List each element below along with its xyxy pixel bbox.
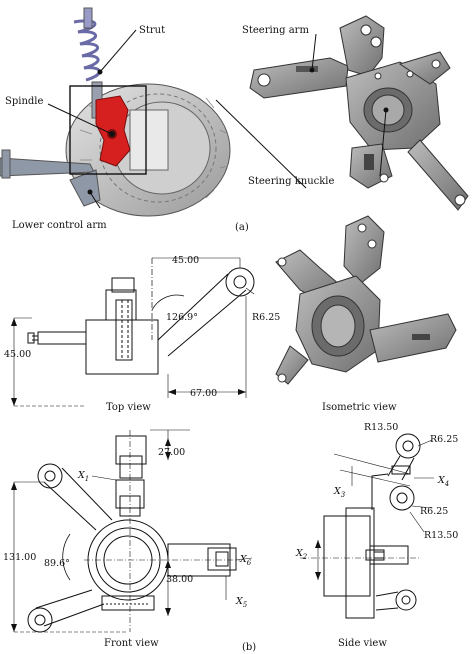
front-dim-38: 38.00 bbox=[166, 574, 193, 585]
front-var-x1: X1 bbox=[77, 470, 89, 483]
front-view-drawing bbox=[13, 429, 253, 633]
caption-isometric-view: Isometric view bbox=[322, 402, 397, 413]
caption-top-view: Top view bbox=[106, 402, 151, 413]
label-spindle: Spindle bbox=[5, 96, 43, 107]
label-steering-arm: Steering arm bbox=[242, 25, 309, 36]
front-dim-angle: 89.6° bbox=[44, 558, 70, 569]
top-dim-45-top: 45.00 bbox=[172, 255, 199, 266]
steering-knuckle-render bbox=[249, 15, 469, 211]
caption-front-view: Front view bbox=[104, 638, 159, 649]
top-view-drawing bbox=[13, 257, 255, 407]
front-var-x5: X5 bbox=[235, 596, 248, 609]
label-steering-knuckle: Steering knuckle bbox=[248, 176, 335, 187]
side-dim-r1350-bot: R13.50 bbox=[424, 530, 458, 541]
side-view-drawing bbox=[300, 433, 434, 619]
caption-side-view: Side view bbox=[338, 638, 387, 649]
side-dim-r625-top: R6.25 bbox=[430, 434, 458, 445]
wheel-assembly-illustration bbox=[0, 7, 231, 217]
top-dim-67: 67.00 bbox=[190, 388, 217, 399]
side-var-x2: X2 bbox=[295, 548, 308, 561]
top-dim-angle: 126.9° bbox=[166, 312, 198, 323]
panel-a: Strut Spindle Lower control arm Steering… bbox=[0, 7, 469, 233]
top-dim-radius: R6.25 bbox=[252, 312, 280, 323]
label-lower-control-arm: Lower control arm bbox=[12, 220, 107, 231]
label-strut: Strut bbox=[139, 25, 165, 36]
top-dim-45-left: 45.00 bbox=[4, 349, 31, 360]
panel-a-tag: (a) bbox=[235, 222, 249, 233]
side-dim-r625-bot: R6.25 bbox=[420, 506, 448, 517]
side-var-x4: X4 bbox=[437, 475, 449, 488]
side-dim-r1350-top: R13.50 bbox=[364, 422, 398, 433]
front-dim-131: 131.00 bbox=[3, 552, 36, 563]
front-var-x6: X6 bbox=[239, 554, 252, 567]
isometric-view-render bbox=[275, 215, 457, 385]
panel-b-tag: (b) bbox=[242, 642, 256, 653]
side-var-x3: X3 bbox=[333, 486, 346, 499]
front-dim-27: 27.00 bbox=[158, 447, 185, 458]
